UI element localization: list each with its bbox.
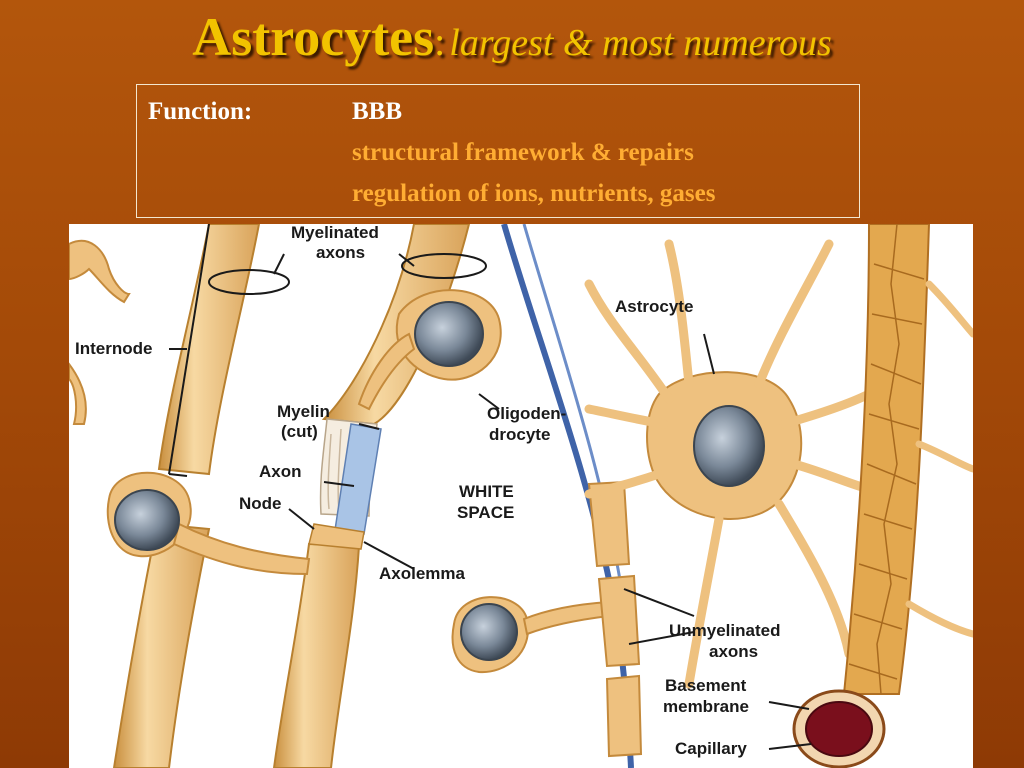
label-oligodendrocyte-2: drocyte bbox=[489, 425, 550, 444]
label-capillary: Capillary bbox=[675, 739, 747, 758]
astrocyte-processes-right bbox=[905, 280, 973, 638]
astrocyte-cell bbox=[584, 239, 874, 689]
slide-title: Astrocytes: largest & most numerous bbox=[0, 6, 1024, 68]
label-oligodendrocyte-1: Oligoden- bbox=[487, 404, 566, 423]
diagram-labels: Myelinated axons Internode Myelin (cut) … bbox=[75, 224, 780, 758]
myelinated-axon-left bbox=[112, 224, 261, 768]
label-myelin: Myelin bbox=[277, 402, 330, 421]
title-subtitle: largest & most numerous bbox=[449, 22, 832, 64]
function-label: Function: bbox=[148, 98, 253, 125]
label-node: Node bbox=[239, 494, 282, 513]
title-colon: : bbox=[434, 19, 446, 64]
oligodendrocyte-top bbox=[357, 289, 502, 411]
leader-lines bbox=[168, 224, 812, 750]
diagram-svg: Myelinated axons Internode Myelin (cut) … bbox=[69, 224, 973, 768]
label-membrane: membrane bbox=[663, 697, 749, 716]
function-box: Function: BBB structural framework & rep… bbox=[136, 84, 860, 218]
process-fragments bbox=[69, 239, 131, 425]
label-unmyelinated-axons: axons bbox=[709, 642, 758, 661]
cut-myelin-detail bbox=[308, 418, 382, 550]
function-line-structural: structural framework & repairs bbox=[352, 139, 694, 166]
label-basement: Basement bbox=[665, 676, 747, 695]
title-main: Astrocytes bbox=[192, 7, 435, 67]
oligodendrocyte-left bbox=[106, 471, 311, 576]
function-line-bbb: BBB bbox=[352, 98, 403, 125]
label-myelinated-axons: axons bbox=[316, 243, 365, 262]
capillary-vessel bbox=[792, 224, 931, 768]
label-axon: Axon bbox=[259, 462, 302, 481]
neuroglia-diagram: Myelinated axons Internode Myelin (cut) … bbox=[69, 224, 973, 768]
function-line-regulation: regulation of ions, nutrients, gases bbox=[352, 180, 716, 207]
label-myelin-cut: (cut) bbox=[281, 422, 318, 441]
label-myelinated: Myelinated bbox=[291, 224, 379, 242]
oligodendrocyte-bottom bbox=[451, 596, 610, 674]
label-space: SPACE bbox=[457, 503, 514, 522]
label-axolemma: Axolemma bbox=[379, 564, 466, 583]
label-astrocyte: Astrocyte bbox=[615, 297, 693, 316]
label-unmyelinated: Unmyelinated bbox=[669, 621, 780, 640]
label-internode: Internode bbox=[75, 339, 152, 358]
label-white: WHITE bbox=[459, 482, 514, 501]
